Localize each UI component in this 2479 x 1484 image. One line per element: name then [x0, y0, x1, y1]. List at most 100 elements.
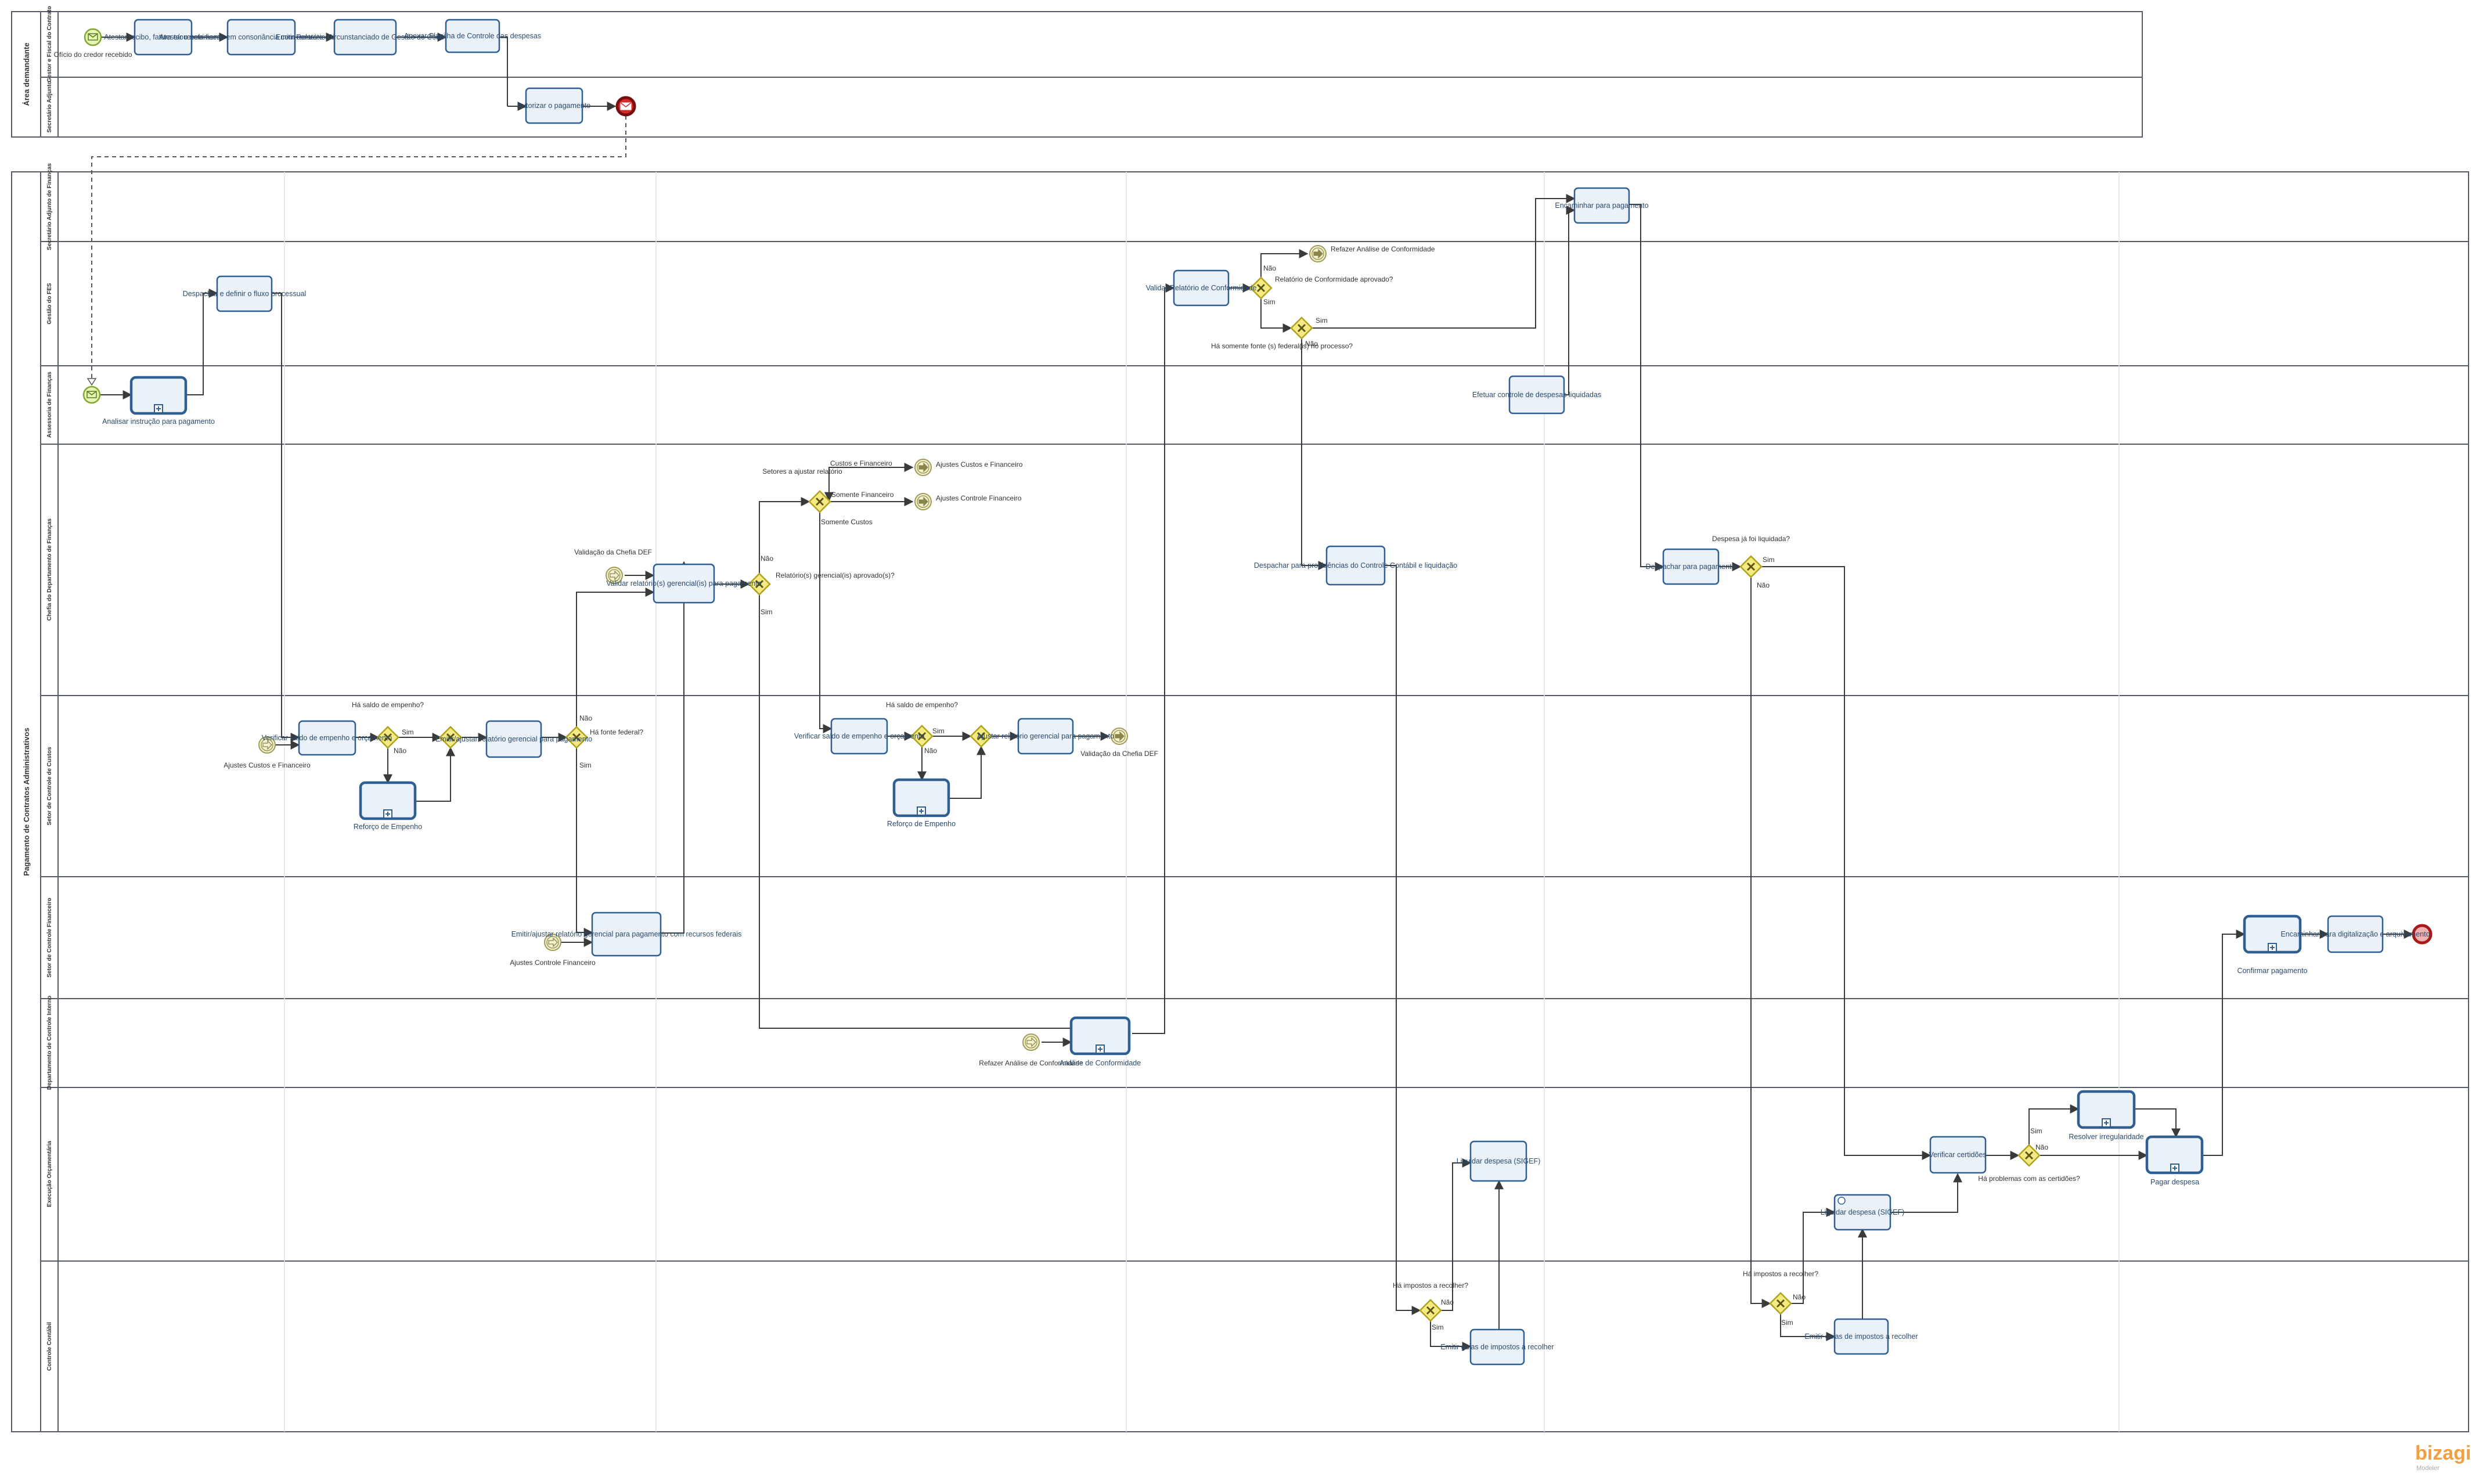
task-despachar-definir[interactable]: Despachar e definir o fluxo processual: [183, 275, 307, 312]
label-somente-financeiro: Somente Financeiro: [831, 491, 894, 499]
subprocess-confirmar-pagamento[interactable]: [2243, 914, 2302, 954]
label-sim: Sim: [932, 727, 945, 735]
label-sim: Sim: [761, 608, 773, 616]
subprocess-reforco-empenho-2[interactable]: [892, 778, 950, 817]
subprocess-pagar-despesa[interactable]: [2145, 1135, 2204, 1175]
link-event-validacao-chefia-1: [606, 567, 623, 584]
lane-title-secretario-adjunto: Secretário Adjunto: [46, 81, 53, 132]
label-sim: Sim: [2030, 1127, 2042, 1135]
lane-title-gestor-fiscal: Gestor e Fiscal do Contrato: [46, 6, 53, 82]
gateway-relatorio-conf-aprovado[interactable]: [1249, 276, 1273, 300]
task-verificar-certidoes[interactable]: Verificar certidões: [1929, 1136, 1987, 1174]
flow-labels: Sim Não Não Sim Não Sim Custos e Finance…: [394, 264, 2048, 1331]
gateway-label-ha-problemas: Há problemas com as certidões?: [1978, 1175, 2080, 1183]
task-liquidar-2[interactable]: Liquidar despesa (SIGEF): [1821, 1194, 1905, 1231]
task-emitir-relatorio[interactable]: Emitir Relatório Circunstanciado de Gest…: [276, 19, 455, 56]
task-label-despachar-providencias: Despachar para providências do Controle …: [1254, 561, 1457, 570]
event-label-ajustes-custos-end: Ajustes Custos e Financeiro: [936, 460, 1023, 469]
link-event-ajustes-controle-start: [544, 934, 561, 951]
task-ajustar-relatorio[interactable]: Ajustar relatório gerencial para pagamen…: [977, 718, 1114, 755]
task-emitir-guias-1[interactable]: Emitir guias de impostos a recolher: [1440, 1328, 1554, 1366]
task-autorizar-pagamento[interactable]: Autorizar o pagamento: [517, 87, 591, 124]
gateway-merge-2: [970, 725, 993, 748]
pool-title-pagamento: Pagamento de Contratos Administrativos: [22, 727, 31, 876]
gateway-ha-somente-fonte[interactable]: [1290, 316, 1313, 340]
task-anexar-planilha[interactable]: Anexar Planilha de Controle das despesas: [404, 19, 541, 53]
logo-text: bizagi: [2415, 1442, 2471, 1464]
pool-title-area-demandante: Área demandante: [22, 42, 31, 106]
gateway-ha-impostos-2[interactable]: [1769, 1292, 1792, 1315]
task-label-validar-relatorio-conf: Validar Relatório de Conformidade: [1146, 284, 1257, 292]
gateway-label-ha-saldo-2: Há saldo de empenho?: [886, 701, 958, 709]
gateway-label-ha-fonte-federal: Há fonte federal?: [590, 728, 643, 736]
gateway-merge-1: [439, 726, 462, 749]
task-despachar-providencias[interactable]: Despachar para providências do Controle …: [1254, 545, 1457, 586]
task-label-liquidar-2: Liquidar despesa (SIGEF): [1821, 1208, 1905, 1216]
start-event-message-main[interactable]: [82, 386, 101, 404]
lane-title-controle-financeiro: Setor de Controle Financeiro: [46, 898, 53, 977]
subprocess-resolver-irregularidade[interactable]: [2077, 1090, 2136, 1129]
link-event-ajustes-custos-end: [914, 459, 932, 476]
event-label-validacao-chefia-1: Validação da Chefia DEF: [574, 548, 652, 556]
task-encaminhar-pagamento[interactable]: Encaminhar para pagamento: [1555, 187, 1649, 224]
label-nao: Não: [1263, 264, 1276, 272]
label-nao: Não: [394, 747, 406, 755]
gateway-setores-ajustar[interactable]: [808, 490, 831, 513]
gateway-ha-saldo-1[interactable]: [376, 726, 399, 749]
task-validar-relatorios[interactable]: Validar relatório(s) gerencial(is) para …: [606, 563, 762, 604]
task-verificar-saldo-1[interactable]: Verificar saldo de empenho e orçamento: [262, 720, 392, 756]
task-label-emitir-ajustar-1: Emitir/ajustar relatório gerencial para …: [435, 735, 592, 743]
start-event-oficio[interactable]: [84, 28, 102, 46]
task-despachar-pagamento[interactable]: Despachar para pagamento: [1646, 548, 1736, 585]
lane-title-secretario-adjunto-financas: Secretário Adjunto de Finanças: [46, 163, 53, 250]
task-label-emitir-guias-1: Emitir guias de impostos a recolher: [1440, 1343, 1554, 1351]
subprocess-label-resolver-irregularidade: Resolver irregularidade: [2069, 1133, 2143, 1141]
subprocess-analisar-instrucao[interactable]: [129, 376, 188, 415]
label-sim: Sim: [1763, 556, 1775, 564]
task-validar-relatorio-conf[interactable]: Validar Relatório de Conformidade: [1146, 269, 1257, 307]
event-label-refazer-analise-end: Refazer Análise de Conformidade: [1331, 245, 1435, 253]
link-event-validacao-chefia-2: [1111, 727, 1128, 745]
label-sim: Sim: [402, 728, 414, 736]
label-nao: Não: [1305, 340, 1318, 348]
task-label-efetuar-controle: Efetuar controle de despesas liquidadas: [1472, 391, 1601, 399]
task-encaminhar-digitalizacao[interactable]: Encaminhar para digitalização e arquivam…: [2280, 915, 2430, 953]
task-liquidar-1[interactable]: Liquidar despesa (SIGEF): [1457, 1140, 1541, 1182]
gateway-despesa-liquidada[interactable]: [1739, 555, 1763, 578]
gateway-ha-impostos-1[interactable]: [1419, 1299, 1442, 1322]
gateway-relatorios-aprovados[interactable]: [748, 572, 771, 596]
task-verificar-saldo-2[interactable]: Verificar saldo de empenho e orçamento: [794, 718, 924, 755]
lane-title-controle-interno: Departamento de Controle Interno: [46, 996, 53, 1090]
gateway-ha-problemas[interactable]: [2017, 1144, 2041, 1167]
task-label-atestar-recebimento: Atestar recebimento em consonância com c…: [159, 33, 363, 41]
task-label-emitir-relatorio: Emitir Relatório Circunstanciado de Gest…: [276, 33, 455, 41]
task-emitir-ajustar-1[interactable]: Emitir/ajustar relatório gerencial para …: [435, 720, 592, 758]
lane-title-chefia-departamento: Chefia do Departamento de Finanças: [46, 518, 53, 621]
task-label-verificar-saldo-2: Verificar saldo de empenho e orçamento: [794, 732, 924, 740]
subprocess-label-reforco-empenho-1: Reforço de Empenho: [354, 823, 422, 831]
task-emitir-guias-2[interactable]: Emitir guias de impostos a recolher: [1804, 1318, 1918, 1355]
task-label-liquidar-1: Liquidar despesa (SIGEF): [1457, 1157, 1541, 1165]
task-atestar-recebimento[interactable]: Atestar recebimento em consonância com c…: [159, 19, 363, 56]
task-label-anexar-planilha: Anexar Planilha de Controle das despesas: [404, 32, 541, 40]
task-atestar-recibo[interactable]: Atestar recibo, fatura e/ou nota fiscal: [104, 19, 222, 56]
task-efetuar-controle[interactable]: Efetuar controle de despesas liquidadas: [1472, 375, 1601, 415]
link-event-refazer-analise-start: [1022, 1033, 1040, 1051]
gateway-label-despesa-liquidada: Despesa já foi liquidada?: [1712, 535, 1790, 543]
gateway-ha-fonte-federal[interactable]: [565, 726, 588, 749]
gateway-label-ha-saldo-1: Há saldo de empenho?: [352, 701, 424, 709]
label-nao: Não: [1441, 1298, 1454, 1306]
events: Ofício do credor recebido Ajustes Custos…: [54, 28, 2433, 1067]
subprocess-analise-conformidade[interactable]: [1069, 1016, 1131, 1056]
end-event-message-top: [615, 96, 636, 117]
subprocess-reforco-empenho-1[interactable]: [359, 781, 417, 820]
gateway-ha-saldo-2[interactable]: [910, 725, 934, 748]
gateways: [376, 276, 2041, 1322]
task-label-encaminhar-pagamento: Encaminhar para pagamento: [1555, 201, 1648, 210]
label-nao: Não: [924, 747, 937, 755]
link-event-ajustes-controle-end: [914, 493, 932, 510]
event-label-ajustes-controle-end: Ajustes Controle Financeiro: [936, 494, 1022, 502]
task-emitir-ajustar-fin[interactable]: Emitir/ajustar relatório gerencial para …: [511, 912, 742, 957]
logo-sub: Modeler: [2416, 1465, 2440, 1472]
